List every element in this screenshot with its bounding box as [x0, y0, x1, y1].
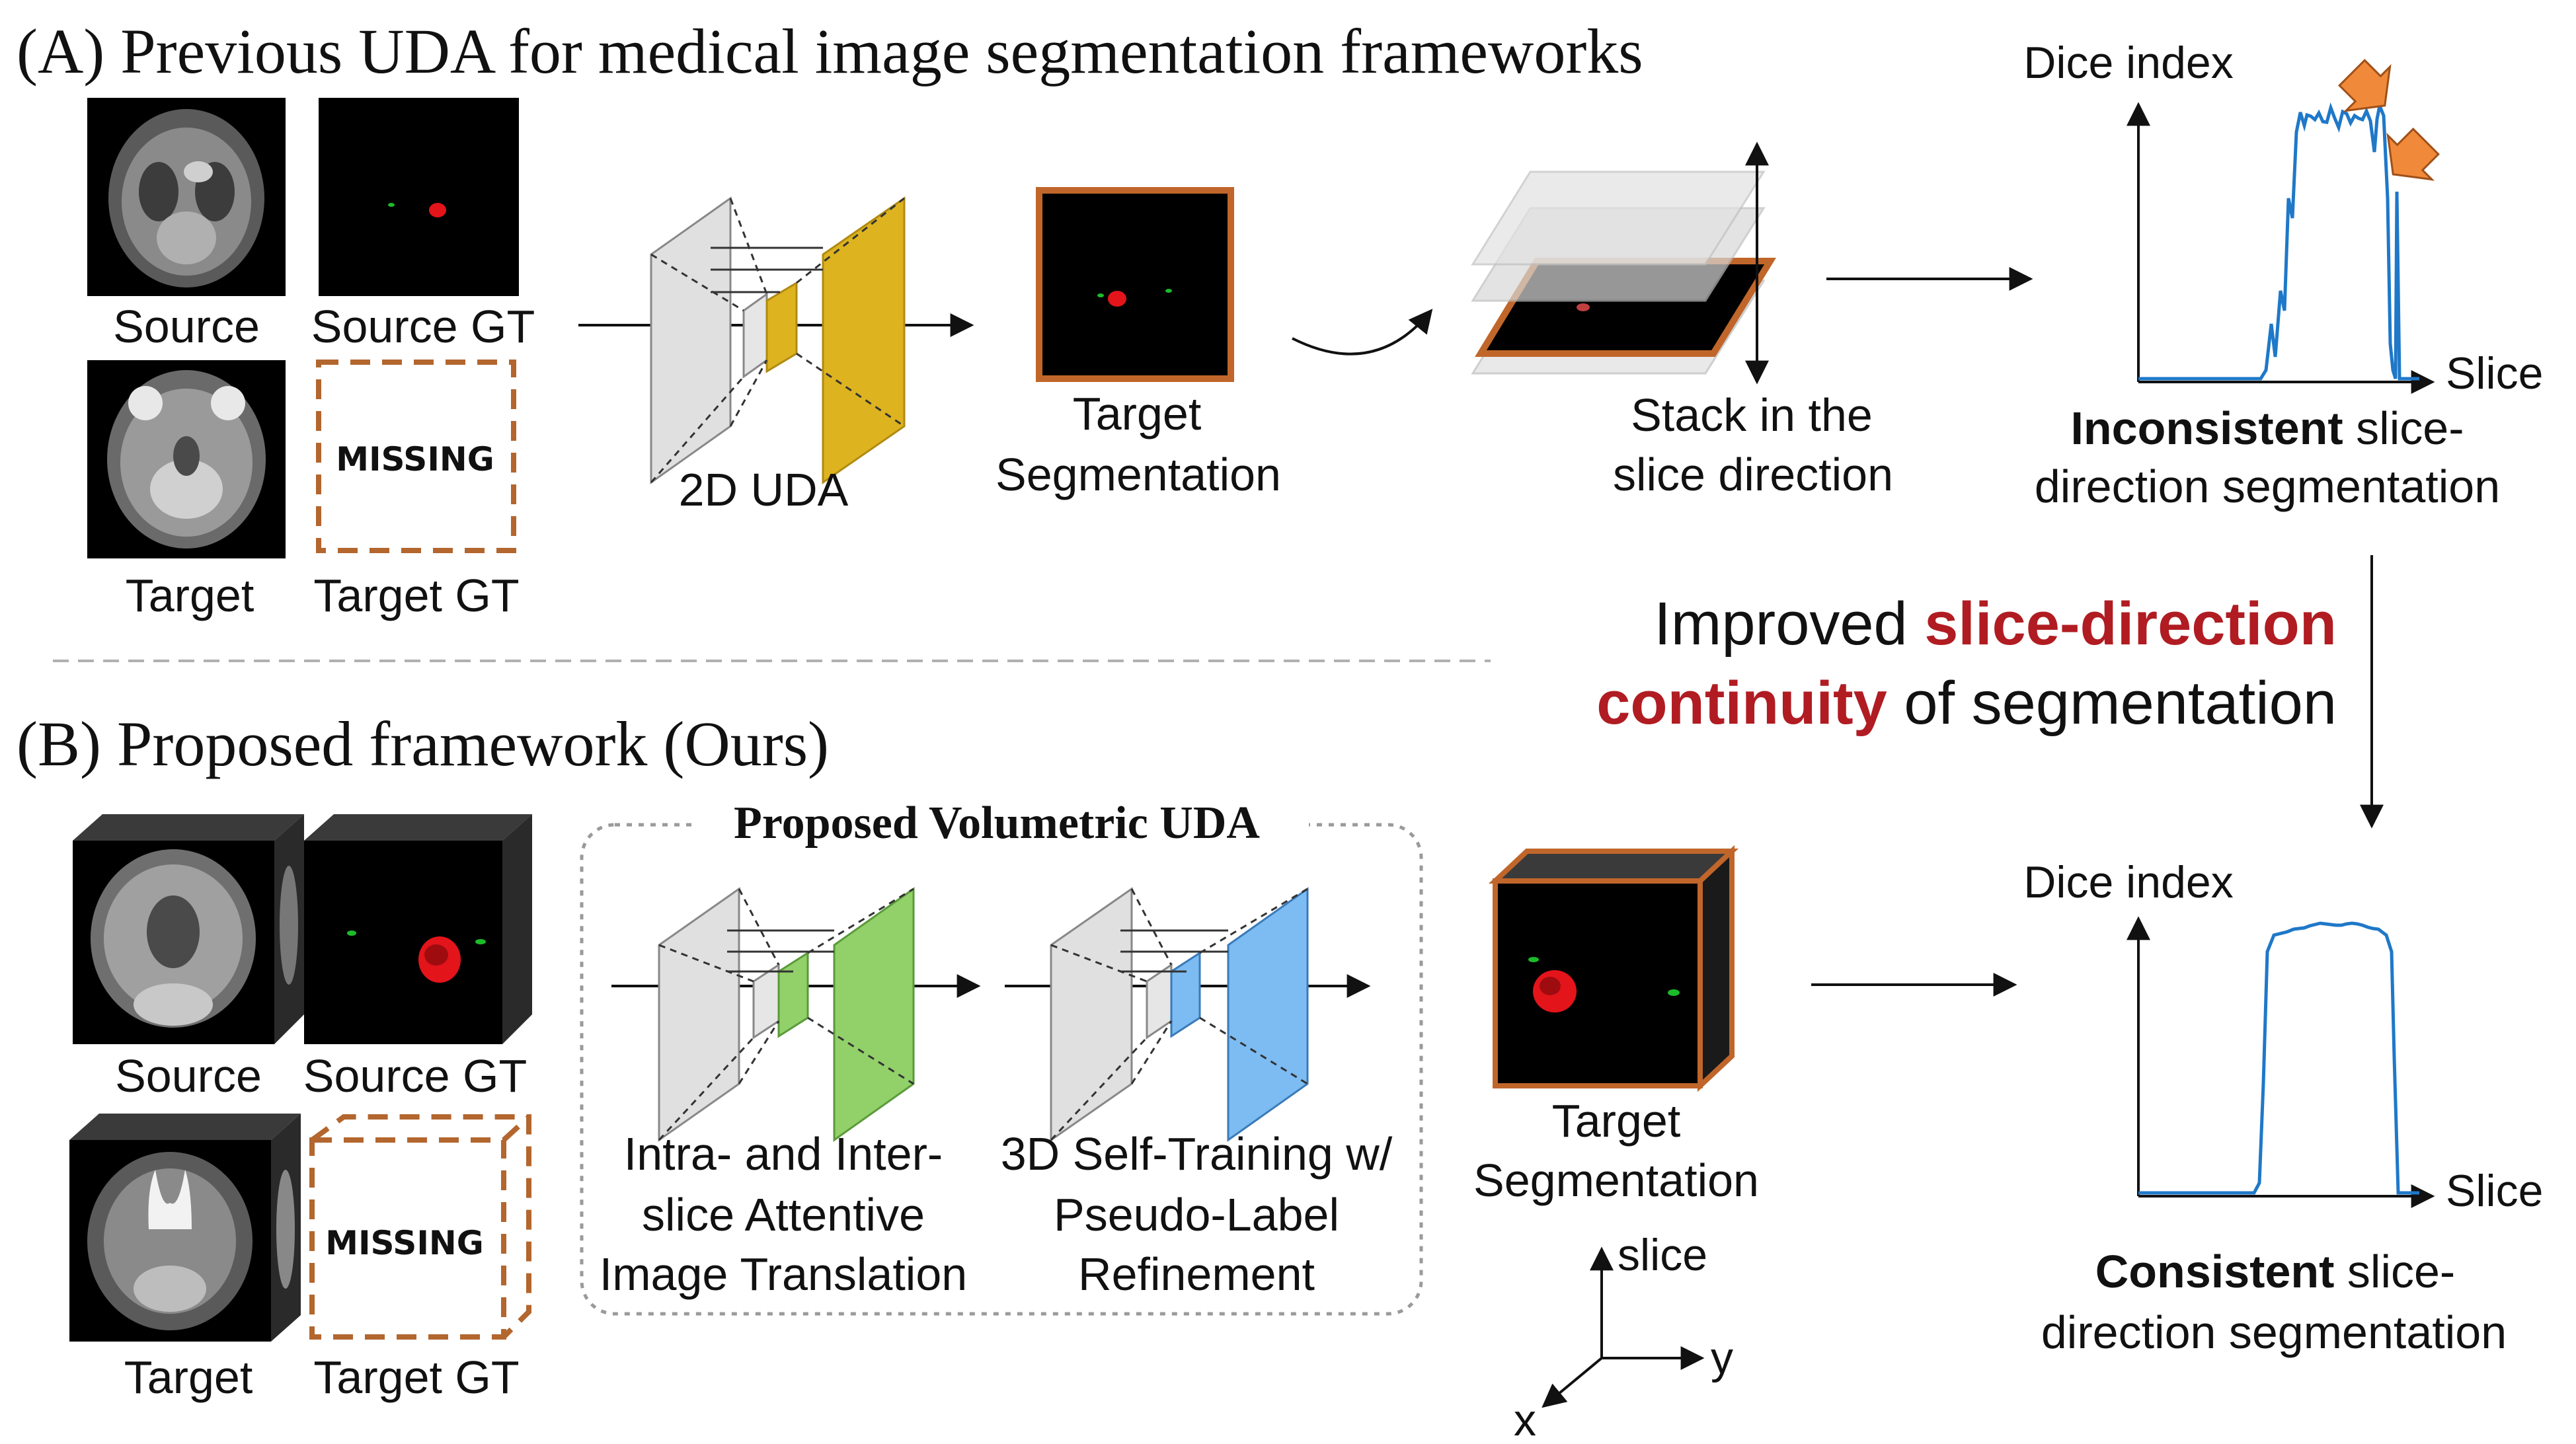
target-seg-bottom-line1: Target	[1552, 1095, 1681, 1147]
source-label-b: Source	[115, 1050, 262, 1102]
bottom-caption-rest: slice-	[2334, 1246, 2455, 1297]
stack-label-line1: Stack in the	[1631, 389, 1873, 441]
volumetric-uda-box	[580, 823, 1423, 1316]
highlight-slice-direction: slice-direction	[1924, 590, 2337, 658]
top-chart-ylabel: Dice index	[2023, 38, 2234, 88]
target-gt-missing-box	[316, 360, 516, 553]
top-caption-bold: Inconsistent	[2070, 402, 2343, 454]
of-segmentation: of segmentation	[1887, 669, 2337, 737]
target-label-b: Target	[124, 1351, 253, 1403]
top-caption-rest: slice-	[2343, 402, 2464, 454]
section-a-title: (A) Previous UDA for medical image segme…	[17, 16, 1643, 87]
source-mri-image	[87, 98, 286, 296]
improved-word: Improved	[1654, 590, 1924, 658]
target-mri-cube	[69, 1114, 301, 1342]
uda-2d-label: 2D UDA	[679, 464, 849, 515]
source-gt-image	[319, 98, 519, 296]
target-seg-2d	[1036, 187, 1234, 382]
improved-line2: continuity of segmentation	[1596, 669, 2337, 737]
stack-curve-arrow	[1292, 309, 1433, 356]
mod2-line3: Refinement	[1078, 1248, 1315, 1300]
target-gt-label-b: Target GT	[313, 1351, 519, 1403]
top-chart-series-line	[2138, 100, 2419, 381]
improved-line1: Improved slice-direction	[1654, 590, 2337, 658]
mod2-line2: Pseudo-Label	[1054, 1189, 1339, 1240]
source-gt-cube	[304, 814, 532, 1044]
mod1-line1: Intra- and Inter-	[624, 1128, 943, 1180]
uda-2d-network	[578, 196, 974, 484]
slice-stack	[1471, 141, 1776, 385]
source-label: Source	[113, 301, 260, 352]
missing-label-bottom: MISSING	[325, 1224, 484, 1262]
section-b-title: (B) Proposed framework (Ours)	[17, 708, 829, 779]
mod2-line1: 3D Self-Training w/	[1001, 1128, 1393, 1180]
volumetric-uda-title: Proposed Volumetric UDA	[734, 798, 1260, 849]
top-chart-xlabel: Slice	[2446, 348, 2543, 399]
stack-label-line2: slice direction	[1613, 449, 1893, 500]
translation-network	[611, 887, 981, 1142]
target-mri-image	[87, 360, 286, 558]
source-gt-label-b: Source GT	[303, 1050, 527, 1102]
marker-arrow-1	[2338, 59, 2392, 112]
source-gt-label: Source GT	[311, 301, 535, 352]
axes-3d	[1542, 1246, 1705, 1408]
marker-arrow-2	[2386, 128, 2440, 181]
missing-label-top: MISSING	[336, 440, 494, 478]
axis-slice-label: slice	[1618, 1230, 1707, 1280]
bottom-caption-line2: direction segmentation	[2041, 1307, 2507, 1358]
axis-x-label: x	[1514, 1395, 1536, 1444]
bottom-chart-ylabel: Dice index	[2023, 857, 2234, 907]
target-gt-label: Target GT	[313, 570, 519, 621]
target-seg-top-line1: Target	[1073, 388, 1202, 439]
bottom-chart-series-line	[2138, 921, 2419, 1195]
target-seg-top-line2: Segmentation	[995, 449, 1281, 500]
highlight-continuity: continuity	[1596, 669, 1887, 737]
bottom-chart-xlabel: Slice	[2446, 1166, 2543, 1216]
target-gt-missing-cube	[309, 1114, 531, 1340]
bottom-caption-line1: Consistent slice-	[2095, 1246, 2456, 1297]
target-label: Target	[126, 570, 254, 621]
target-seg-3d-cube	[1488, 845, 1739, 1092]
self-training-network	[1005, 887, 1371, 1142]
target-seg-bottom-line2: Segmentation	[1473, 1155, 1759, 1206]
source-mri-cube	[73, 814, 304, 1044]
bottom-caption-bold: Consistent	[2095, 1246, 2335, 1297]
top-caption-line2: direction segmentation	[2035, 461, 2500, 512]
box-title-backdrop	[694, 800, 1309, 849]
mod1-line2: slice Attentive	[642, 1189, 925, 1240]
top-chart	[2127, 59, 2440, 394]
top-caption-line1: Inconsistent slice-	[2070, 402, 2464, 454]
axis-y-label: y	[1711, 1333, 1733, 1383]
mod1-line3: Image Translation	[600, 1248, 967, 1300]
bottom-chart	[2127, 916, 2435, 1208]
